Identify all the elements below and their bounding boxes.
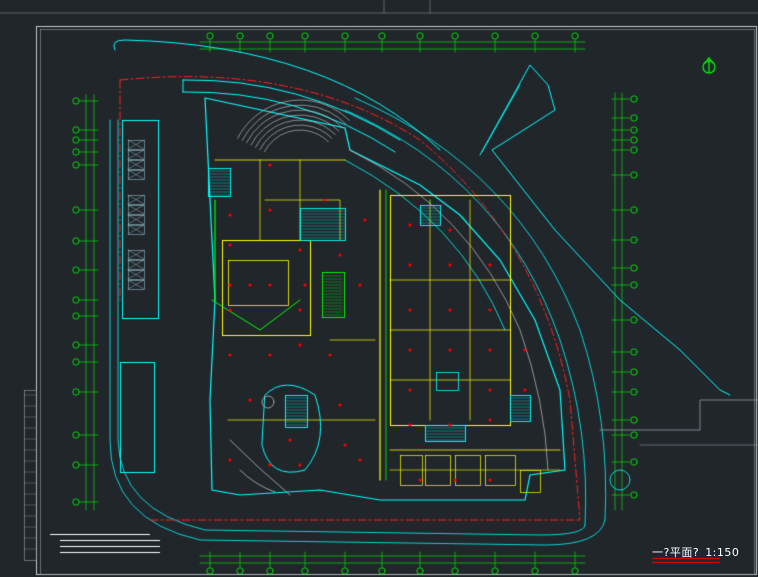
drawing-title: 一?平面?: [652, 546, 700, 559]
drawing-title-block: 一?平面? 1:150: [652, 544, 739, 560]
drawing-scale: 1:150: [705, 546, 740, 559]
